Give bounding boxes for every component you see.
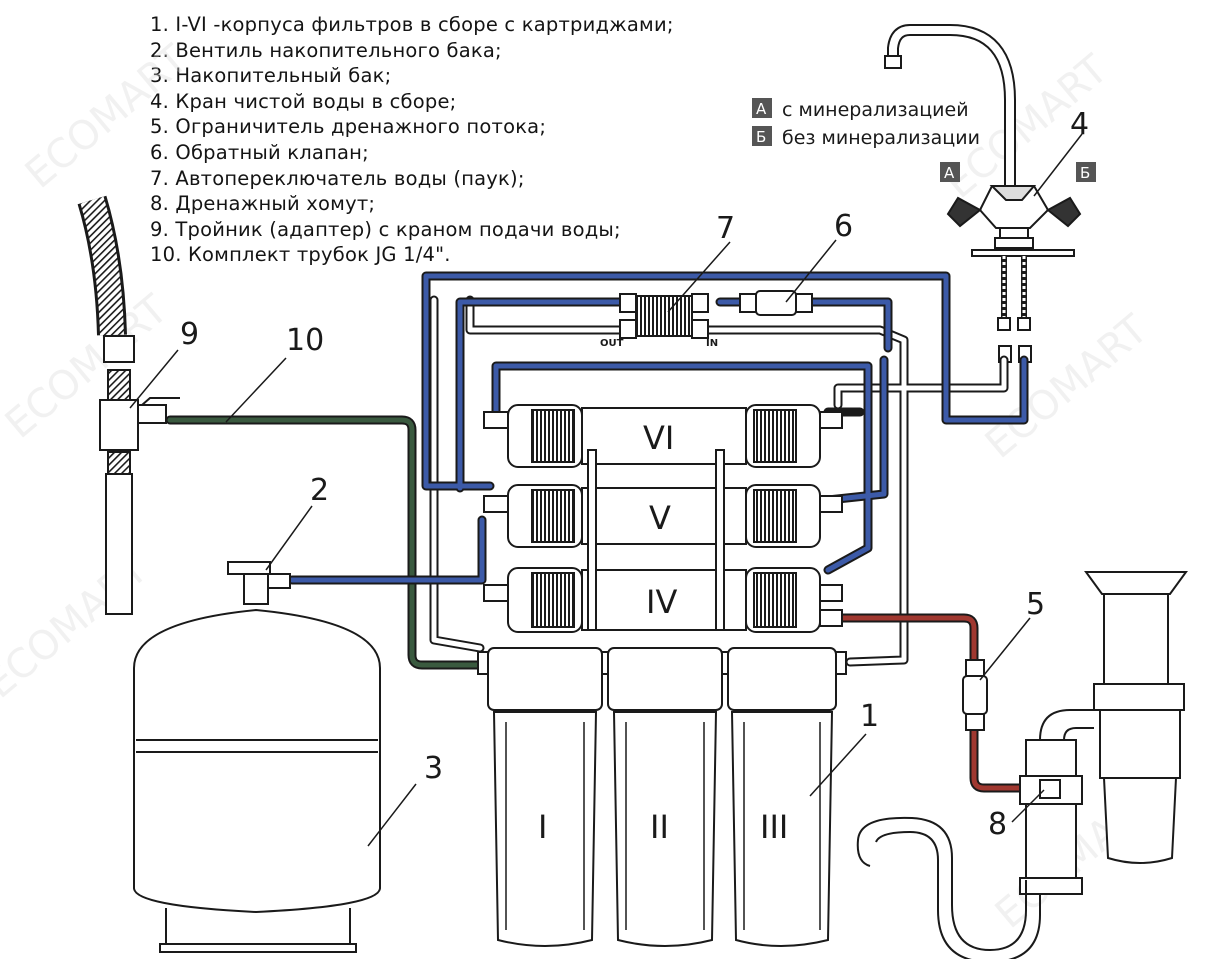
prefilter-housings xyxy=(477,647,847,947)
legend-item: 1. I-VI -корпуса фильтров в сборе с карт… xyxy=(150,13,674,36)
callout-numbers: 1 2 3 4 5 6 7 8 9 10 xyxy=(180,107,1089,842)
callout-7: 7 xyxy=(716,211,735,246)
housing-label-v: V xyxy=(649,499,671,537)
inline-housings xyxy=(483,404,843,633)
supply-tee xyxy=(77,195,180,615)
faucet-handle-a-label: А xyxy=(944,164,955,182)
auto-shutoff-valve xyxy=(619,293,709,339)
legend-item: 10. Комплект трубок JG 1/4". xyxy=(150,243,451,267)
switch-port-in: IN xyxy=(706,338,718,349)
key-letter-b: Б xyxy=(756,128,766,146)
tubes xyxy=(165,271,1035,793)
switch-port-out: OUT xyxy=(600,338,624,349)
callout-10: 10 xyxy=(286,323,324,358)
legend-item: 7. Автопереключатель воды (паук); xyxy=(150,166,525,190)
watermark: ECOMART xyxy=(17,36,197,198)
callout-4: 4 xyxy=(1070,107,1089,142)
key-letter-a: А xyxy=(756,100,767,118)
legend-item: 3. Накопительный бак; xyxy=(150,64,392,88)
housing-label-vi: VI xyxy=(643,419,674,457)
housing-label-ii: II xyxy=(650,808,669,846)
housing-label-iv: IV xyxy=(646,583,677,621)
faucet-handle-b-tag xyxy=(1076,162,1096,182)
key-text-a: с минерализацией xyxy=(782,99,969,121)
callout-3: 3 xyxy=(424,751,443,786)
flow-restrictor xyxy=(962,659,988,731)
legend-item: 8. Дренажный хомут; xyxy=(150,192,376,216)
housing-label-iii: III xyxy=(760,808,788,846)
faucet-key: А с минерализацией Б без минерализации xyxy=(752,98,980,149)
faucet-handle-b-label: Б xyxy=(1080,164,1090,182)
legend-item: 2. Вентиль накопительного бака; xyxy=(150,38,502,62)
check-valve xyxy=(739,290,813,316)
legend-list: 1. I-VI -корпуса фильтров в сборе с карт… xyxy=(150,12,674,268)
callout-6: 6 xyxy=(834,209,853,244)
legend-item: 4. Кран чистой воды в сборе; xyxy=(150,89,457,113)
legend-item: 9. Тройник (адаптер) с краном подачи вод… xyxy=(150,217,621,241)
housing-label-i: I xyxy=(538,808,547,846)
callout-1: 1 xyxy=(860,699,879,734)
callout-2: 2 xyxy=(310,473,329,508)
storage-tank xyxy=(133,561,381,953)
callout-9: 9 xyxy=(180,317,199,352)
legend-item: 6. Обратный клапан; xyxy=(150,140,369,164)
key-text-b: без минерализации xyxy=(782,127,980,149)
callout-8: 8 xyxy=(988,807,1007,842)
sink-drain xyxy=(856,571,1188,959)
leader-lines xyxy=(129,133,1083,847)
faucet-handle-a-tag xyxy=(940,162,960,182)
faucet xyxy=(884,24,1082,363)
legend-item: 5. Ограничитель дренажного потока; xyxy=(150,115,547,139)
callout-5: 5 xyxy=(1026,587,1045,622)
